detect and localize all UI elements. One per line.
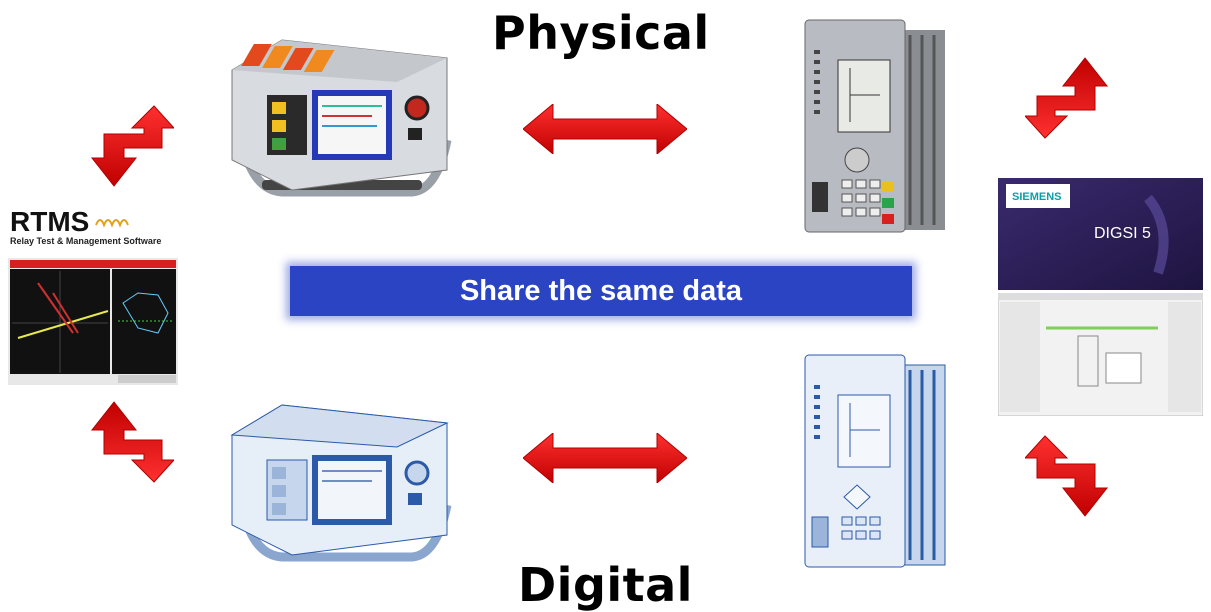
physical-test-set-image: [231, 39, 452, 197]
double-arrow-bottom: [523, 433, 687, 483]
turn-arrow-right-bottom: [1025, 435, 1108, 517]
banner-text: Share the same data: [459, 274, 743, 307]
digital-relay-image: [804, 354, 946, 568]
digsi-brand: SIEMENS: [1012, 191, 1062, 203]
turn-arrow-right-top: [1025, 57, 1108, 139]
rtms-panel: RTMS Relay Test & Management Software: [8, 203, 178, 385]
rtms-subtitle: Relay Test & Management Software: [10, 236, 161, 246]
physical-relay-image: [804, 19, 945, 233]
digsi-product: DIGSI 5: [1094, 225, 1151, 242]
share-data-banner: Share the same data: [290, 266, 912, 316]
turn-arrow-left-bottom: [91, 401, 174, 483]
double-arrow-top: [523, 104, 687, 154]
rtms-logo: RTMS: [10, 206, 89, 237]
digital-test-set-image: [230, 404, 452, 562]
heading-physical: Physical: [492, 6, 710, 60]
digsi-panel: SIEMENS DIGSI 5: [997, 178, 1204, 417]
turn-arrow-left-top: [91, 105, 174, 187]
heading-digital: Digital: [518, 558, 693, 612]
